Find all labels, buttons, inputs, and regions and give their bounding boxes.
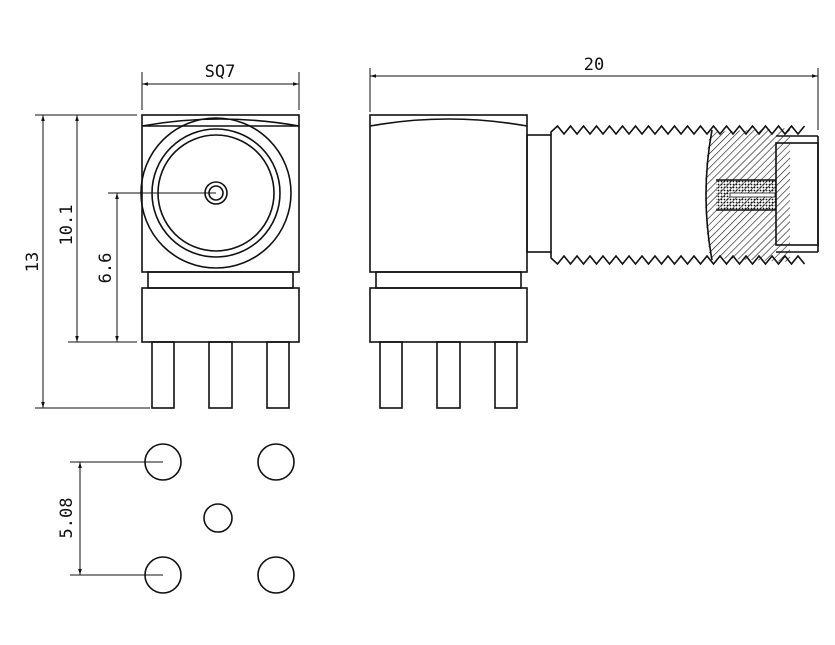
pin — [266, 341, 290, 409]
dimension-label: SQ7 — [205, 62, 236, 82]
dimension-label: 10.1 — [57, 205, 77, 246]
dimension-sq7: SQ7 — [141, 62, 300, 110]
dimension-label: 6.6 — [96, 253, 116, 284]
dimension-label: 5.08 — [57, 498, 77, 539]
pad-hole — [257, 443, 295, 481]
pad-hole — [203, 503, 233, 533]
front-view — [140, 114, 300, 409]
dimension-20: 20 — [369, 55, 819, 130]
dimension-label: 20 — [584, 55, 604, 75]
dimension-5-08: 5.08 — [57, 461, 163, 576]
pad-hole — [257, 556, 295, 594]
pin — [436, 341, 461, 409]
pin — [151, 341, 175, 409]
pcb-footprint — [144, 443, 295, 594]
side-view — [369, 114, 819, 409]
pin — [208, 341, 233, 409]
pin — [494, 341, 518, 409]
pin — [379, 341, 403, 409]
dimension-label: 13 — [23, 252, 43, 272]
dimension-6-6: 6.6 — [96, 192, 216, 342]
dimension-10-1: 10.1 — [57, 115, 137, 343]
dimension-13: 13 — [23, 114, 150, 409]
